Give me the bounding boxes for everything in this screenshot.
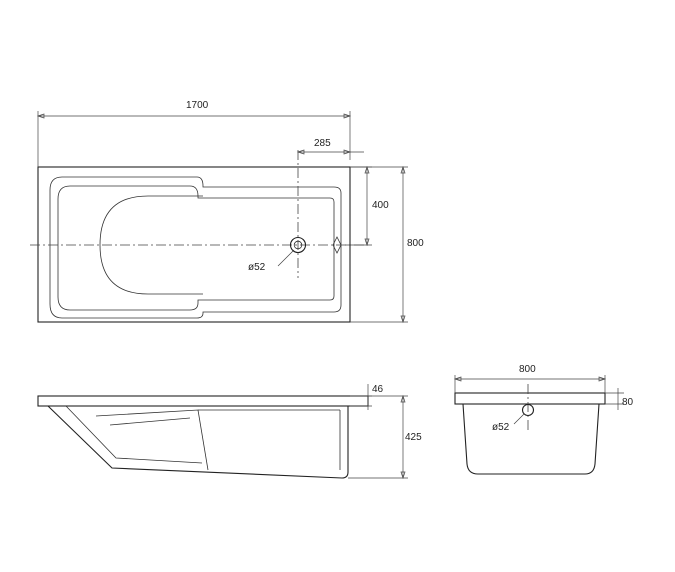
rim-thickness-label: 46 xyxy=(372,384,384,395)
side-view-dimensions: 46 425 xyxy=(348,384,422,480)
top-view-dimensions: 1700 285 400 800 xyxy=(36,100,424,324)
end-view-drain xyxy=(521,403,535,417)
end-rim-label: 80 xyxy=(622,397,634,408)
width-label: 800 xyxy=(407,238,424,249)
side-view xyxy=(37,395,369,479)
end-view-rim xyxy=(454,392,606,405)
top-view-drain-diameter-label: ø52 xyxy=(248,262,266,273)
top-view-overflow-marker xyxy=(332,236,342,254)
end-width-label: 800 xyxy=(519,364,536,375)
side-view-backrest-slope xyxy=(95,409,209,471)
half-width-label: 400 xyxy=(372,200,389,211)
side-view-rim xyxy=(37,395,369,407)
top-view-drain-inner xyxy=(293,240,303,250)
top-view-basin xyxy=(57,185,335,311)
length-label: 1700 xyxy=(186,100,209,111)
end-view-body xyxy=(462,403,600,475)
end-view-drain-diameter-label: ø52 xyxy=(492,422,510,433)
drain-offset-label: 285 xyxy=(314,138,331,149)
side-view-inner-contour xyxy=(65,405,203,464)
top-view-drain-outer xyxy=(289,236,307,254)
top-view-backrest xyxy=(99,195,203,295)
side-view-body xyxy=(47,405,349,479)
top-view-outer-rim xyxy=(37,166,351,323)
end-view-dimensions: 800 80 xyxy=(453,364,634,410)
end-view: ø52 xyxy=(454,384,606,475)
height-label: 425 xyxy=(405,432,422,443)
top-view: ø52 xyxy=(30,150,368,323)
top-view-inner-rim xyxy=(49,176,342,319)
end-view-drain-leader xyxy=(513,413,525,425)
top-view-drain-leader xyxy=(277,249,295,267)
